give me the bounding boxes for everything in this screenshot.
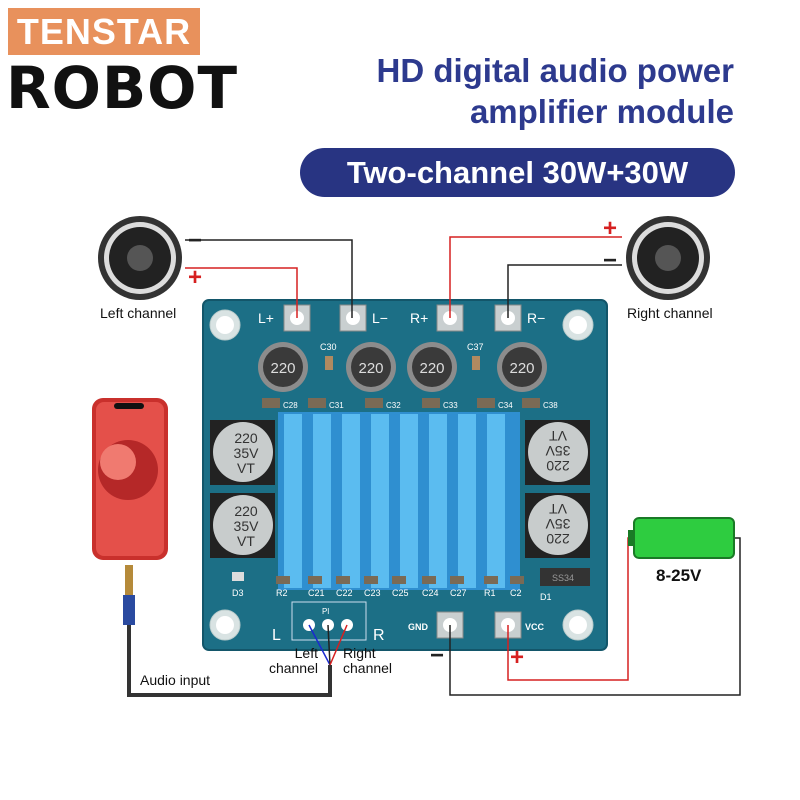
cap-voltage: 35V <box>234 445 260 461</box>
part-label: C21 <box>308 588 325 598</box>
title-line-2: amplifier module <box>469 93 734 130</box>
cap-label: C30 <box>320 342 337 352</box>
terminal-r-minus: R− <box>527 310 545 326</box>
smd-part <box>364 576 378 584</box>
minus-sign: − <box>430 642 444 669</box>
wire-left-signal <box>308 624 331 666</box>
cap-value: 220 <box>234 503 258 519</box>
part-label: C2 <box>510 588 522 598</box>
svg-text:35V: 35V <box>545 443 571 459</box>
svg-text:220: 220 <box>546 531 570 547</box>
terminal-l-plus: L+ <box>258 310 274 326</box>
voltage-label: 8-25V <box>656 566 702 585</box>
left-channel-label: Left channel <box>100 305 177 321</box>
smd-part <box>422 576 436 584</box>
right-channel-label: Right channel <box>627 305 713 321</box>
brand-logo-bottom: ROBOT <box>6 54 239 122</box>
inductor-label: 220 <box>270 360 295 377</box>
cap-value: 220 <box>234 430 258 446</box>
heatsink-fin <box>487 414 505 588</box>
plus-sign: + <box>510 644 524 671</box>
smd-part <box>308 576 322 584</box>
wire-right-plus <box>449 236 622 318</box>
electrolytic-capacitors <box>210 420 590 558</box>
wire-left-minus <box>185 239 353 318</box>
input-l-label: L <box>272 627 281 644</box>
smd-part <box>450 576 464 584</box>
left-channel-input-label: Left channel <box>268 645 318 676</box>
gnd-label: GND <box>408 622 429 632</box>
wire-ground-signal <box>327 624 331 666</box>
heatsink-fin <box>429 414 447 588</box>
heatsink-fin <box>342 414 360 588</box>
vcc-label: VCC <box>525 622 545 632</box>
part-label: R1 <box>484 588 496 598</box>
input-r-label: R <box>373 627 385 644</box>
diode-code: SS34 <box>552 573 574 583</box>
inductor-label: 220 <box>419 360 444 377</box>
heatsink-fin <box>458 414 476 588</box>
wire-gnd <box>449 537 741 696</box>
wire-left-plus <box>185 267 298 318</box>
cap-brand: VT <box>237 533 255 549</box>
brand-logo-top: TENSTAR <box>8 8 200 55</box>
cap-label: C37 <box>467 342 484 352</box>
part-label: D3 <box>232 588 244 598</box>
right-channel-input-label: Right channel <box>343 645 393 676</box>
header-label: Pl <box>322 607 329 616</box>
inductor-label: 220 <box>509 360 534 377</box>
heatsink-fin <box>371 414 389 588</box>
audio-input-label: Audio input <box>140 672 211 688</box>
part-label: C27 <box>450 588 467 598</box>
part-label: D1 <box>540 592 552 602</box>
battery-icon <box>633 517 735 559</box>
part-label: C23 <box>364 588 381 598</box>
cap-label: C38 <box>543 401 558 410</box>
smd-caps <box>262 398 540 408</box>
wire-right-signal <box>329 624 348 666</box>
inductors <box>258 342 547 392</box>
cap-label: C32 <box>386 401 401 410</box>
part-label: C25 <box>392 588 409 598</box>
minus-sign: − <box>188 227 202 254</box>
terminal-l-minus: L− <box>372 310 388 326</box>
plus-sign: + <box>188 264 202 291</box>
smd-part <box>510 576 524 584</box>
cap-label: C33 <box>443 401 458 410</box>
svg-text:35V: 35V <box>545 516 571 532</box>
part-label: C22 <box>336 588 353 598</box>
title-line-1: HD digital audio power <box>376 52 734 89</box>
minus-sign: − <box>603 247 617 274</box>
smd-part <box>392 576 406 584</box>
heatsink-fin <box>313 414 331 588</box>
channel-badge: Two-channel 30W+30W <box>300 148 735 197</box>
smd-part <box>484 576 498 584</box>
cap-label: C28 <box>283 401 298 410</box>
phone-icon <box>92 398 168 560</box>
heatsink-fin <box>400 414 418 588</box>
svg-text:VT: VT <box>549 501 567 517</box>
plus-sign: + <box>603 215 617 242</box>
wire-right-minus <box>507 264 622 318</box>
right-speaker-icon <box>626 216 710 300</box>
svg-text:220: 220 <box>546 458 570 474</box>
smd-part <box>336 576 350 584</box>
heatsink-fin <box>284 414 302 588</box>
left-speaker-icon <box>98 216 182 300</box>
audio-jack <box>125 565 133 595</box>
part-label: C24 <box>422 588 439 598</box>
audio-cable <box>127 625 332 697</box>
smd-part <box>276 576 290 584</box>
inductor-label: 220 <box>358 360 383 377</box>
cap-voltage: 35V <box>234 518 260 534</box>
terminal-r-plus: R+ <box>410 310 428 326</box>
cap-label: C34 <box>498 401 513 410</box>
cap-brand: VT <box>237 460 255 476</box>
cap-label: C31 <box>329 401 344 410</box>
svg-text:VT: VT <box>549 428 567 444</box>
part-label: R2 <box>276 588 288 598</box>
